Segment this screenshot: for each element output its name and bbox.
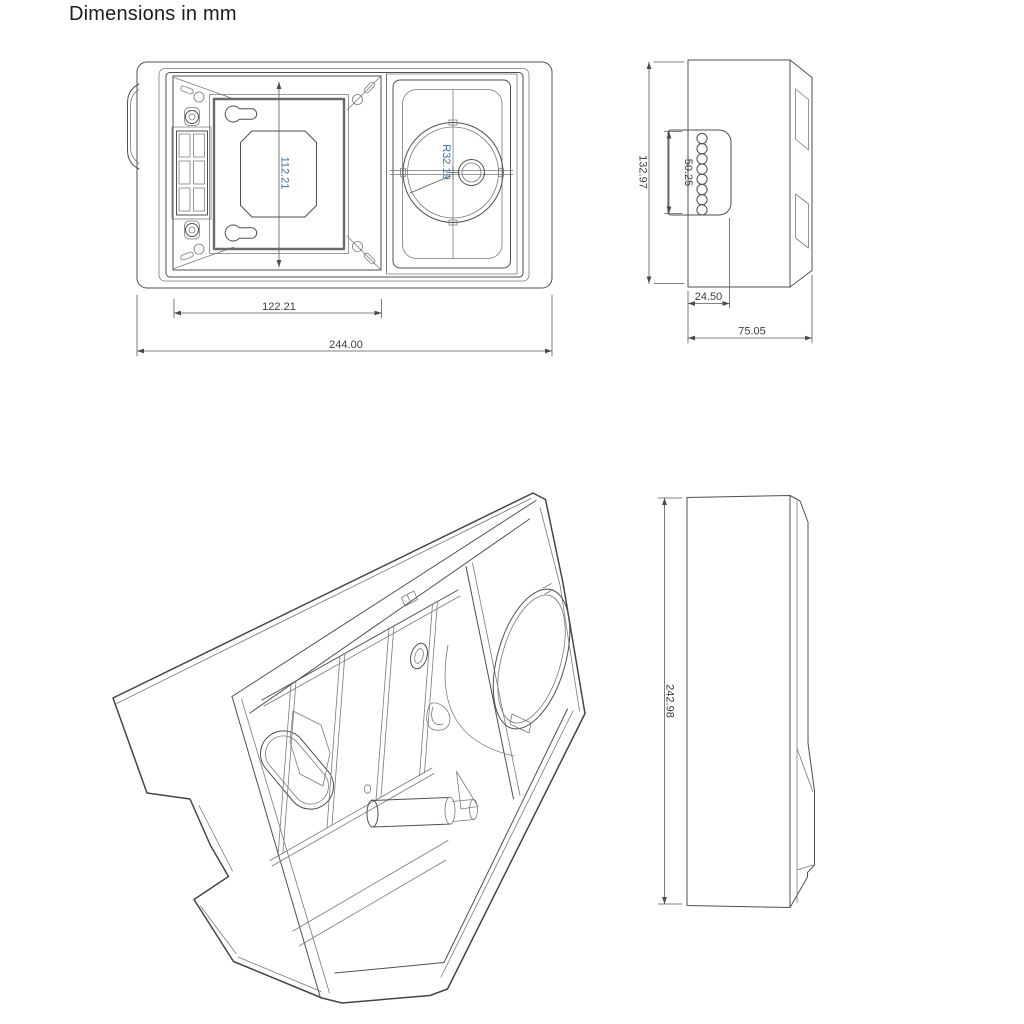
chamfer-facet-bottom [795, 193, 809, 249]
top-view: 112.21 R32.19 122.21 244.00 [127, 61, 553, 357]
socket-ring-outer [402, 122, 504, 223]
keyhole-slot-bottom [224, 224, 258, 242]
iso-silhouette [112, 492, 586, 1004]
cable-tab-outline [127, 83, 140, 170]
latch-clip [401, 590, 418, 607]
dim-tab-height: 50.25 [682, 159, 694, 187]
side-view-outline [687, 59, 813, 288]
cylinder-stub [451, 799, 475, 822]
top-view-dimensions: 112.21 R32.19 122.21 244.00 [136, 81, 553, 357]
iso-socket-panel [444, 562, 571, 800]
dim-overall-width: 244.00 [329, 339, 363, 351]
side-view-dimensions: 132.97 50.25 24.50 75.05 [637, 61, 813, 344]
dim-profile-height: 242.98 [664, 684, 676, 718]
iso-body-edges [116, 498, 580, 999]
dim-line-tab-depth [687, 217, 730, 344]
dim-line-left-section [173, 298, 382, 319]
radius-leader [409, 175, 451, 194]
dim-overall-depth: 75.05 [738, 326, 766, 338]
support-bracket [456, 771, 479, 810]
screw-bottom [185, 223, 199, 237]
keyhole-slot-top [224, 105, 258, 123]
profile-dimensions: 242.98 [657, 497, 683, 905]
profile-bump-edges [796, 748, 814, 871]
pilot-hole [363, 784, 372, 794]
side-profile-view: 242.98 [657, 495, 815, 908]
dim-line-overall-height [648, 61, 685, 284]
profile-outline [686, 495, 815, 908]
dim-line-overall-width [136, 294, 553, 357]
top-view-outline [127, 61, 553, 289]
iso-interior-ribs [261, 589, 461, 947]
dim-tab-depth: 24.50 [695, 291, 723, 303]
socket-opening-inner [497, 594, 566, 724]
isometric-view [112, 492, 586, 1004]
recess-arc [444, 644, 515, 757]
iso-small-parts [363, 590, 479, 828]
compartment-divider [380, 73, 387, 273]
socket-compartment [386, 73, 518, 275]
chamfer-facet-top [795, 88, 809, 151]
dim-line-tab-height [664, 131, 683, 214]
clamp-cup [426, 702, 451, 731]
socket-opening-outer [492, 588, 571, 730]
screw-top [185, 110, 199, 124]
octagon-cutout [240, 130, 317, 218]
dim-socket-radius: R32.19 [440, 144, 452, 179]
dim-left-section-width: 122.21 [262, 301, 296, 313]
dim-line-overall-depth [687, 274, 813, 344]
cable-entry-tab [667, 129, 732, 216]
handle-recess [260, 730, 334, 810]
dim-side-overall-height: 132.97 [637, 155, 649, 189]
page-title: Dimensions in mm [69, 3, 237, 25]
inner-pocket [289, 710, 331, 787]
dim-line-profile-height [657, 497, 683, 905]
side-view: 132.97 50.25 24.50 75.05 [637, 59, 813, 344]
screw-boss [410, 642, 428, 670]
knockout-holes [696, 132, 708, 216]
cylinder-body [371, 797, 452, 828]
enclosure-outer-edge [136, 61, 553, 289]
iso-left-wall-features [260, 710, 334, 810]
dim-inner-height: 112.21 [279, 157, 291, 190]
corner-fasteners [173, 76, 381, 270]
terminal-block [171, 107, 212, 240]
